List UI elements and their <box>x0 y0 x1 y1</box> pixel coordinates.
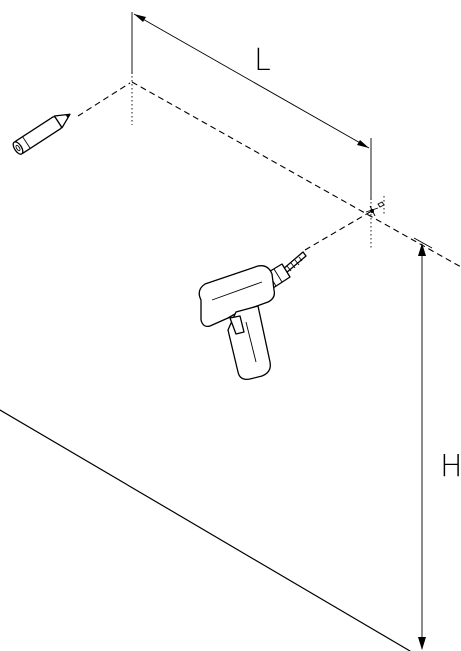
length-dimension <box>133 13 370 149</box>
hole-mark <box>365 196 385 217</box>
h-extension-top <box>413 237 433 249</box>
drill-sight-line <box>304 211 371 251</box>
drill-icon <box>198 251 307 380</box>
marking-line <box>131 81 461 268</box>
height-dimension <box>418 243 426 650</box>
pencil-sight-line <box>77 82 131 117</box>
pencil-icon <box>12 113 71 155</box>
wall-floor-edge <box>0 409 411 651</box>
height-label: H <box>440 449 461 484</box>
length-label: L <box>254 43 271 78</box>
